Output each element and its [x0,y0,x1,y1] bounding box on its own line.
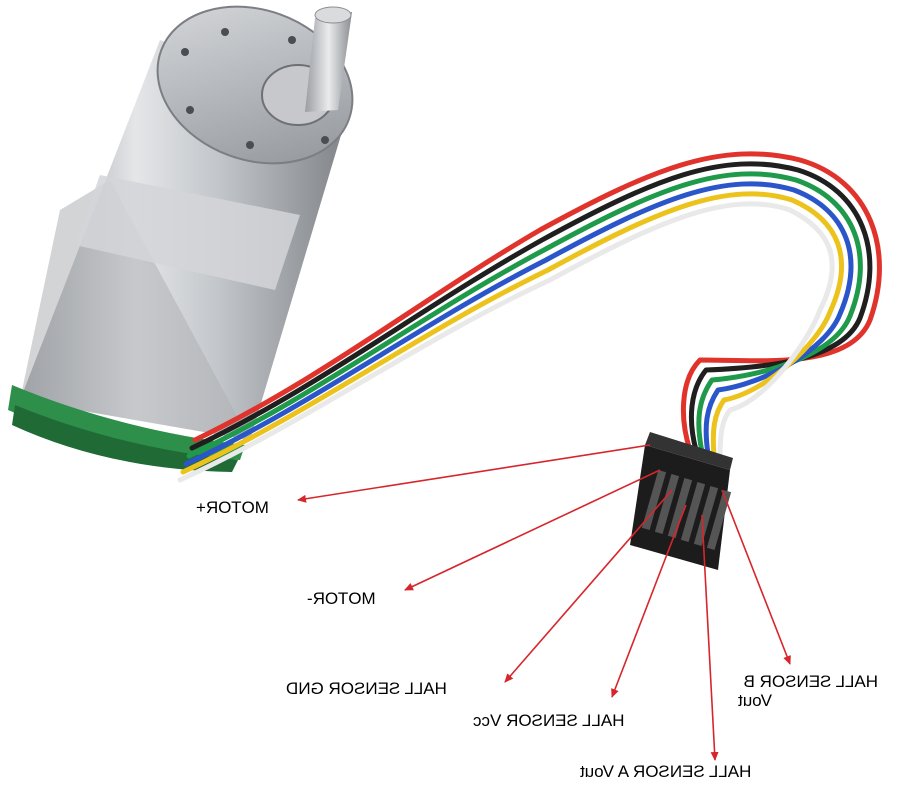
arrow-hall-b [721,489,791,665]
arrow-hall-a [701,514,719,761]
output-shaft [305,12,352,112]
gearbox-band [75,175,300,290]
arrow-hall-vcc [611,504,687,698]
label-hall-vcc: HALL SENSOR Vcc [473,711,625,730]
callout-arrows [297,444,791,761]
wire-ribbon [177,151,882,483]
dupont-connector [630,432,733,570]
label-hall-b-line2: Vout [738,690,773,710]
label-motor-minus: MOTOR- [307,589,376,608]
label-motor-plus: MOTOR+ [196,498,269,517]
label-hall-a: HALL SENSOR A Vout [580,762,752,781]
label-hall-b-line1: HALL SENSOR B [743,672,879,691]
gear-motor [8,5,354,472]
arrow-motor-minus [404,469,661,591]
encoder-pcb [8,385,245,460]
arrow-motor-plus [297,444,651,503]
label-hall-gnd: HALL SENSOR GND [286,679,447,698]
label-hall-b: HALL SENSOR B Vout [738,672,879,710]
arrow-hall-gnd [504,489,673,683]
